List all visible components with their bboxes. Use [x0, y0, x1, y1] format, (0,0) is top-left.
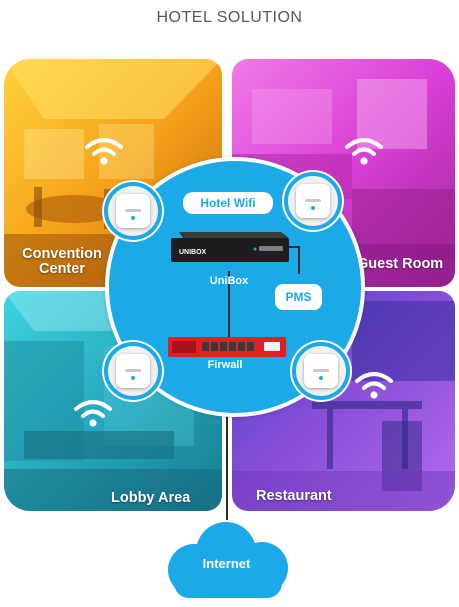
restaurant-label: Restaurant	[256, 488, 332, 504]
internet-label: Internet	[202, 556, 251, 571]
unibox-brand-text: UNIBOX	[179, 249, 207, 256]
pms-label: PMS	[275, 284, 322, 310]
unibox-label: UniBox	[209, 275, 249, 287]
wifi-icon	[74, 400, 112, 427]
access-point-icon	[104, 342, 162, 400]
wifi-icon	[345, 138, 383, 165]
access-point-icon	[284, 172, 342, 230]
cloud-icon	[168, 522, 288, 598]
hub-links	[228, 246, 300, 341]
firewall-label: Firwall	[207, 359, 243, 371]
access-point-icon	[104, 182, 162, 240]
firewall-device	[168, 337, 286, 357]
access-point-icon	[292, 342, 350, 400]
wifi-icon	[355, 372, 393, 399]
convention-center-label: Convention Center	[22, 246, 102, 277]
lobby-area-label: Lobby Area	[111, 490, 191, 506]
wifi-icon	[85, 138, 123, 165]
hotel-wifi-label: Hotel Wifi	[183, 192, 273, 214]
unibox-device: UNIBOX	[171, 232, 289, 262]
guest-room-label: Guest Room	[357, 256, 444, 272]
page-title: HOTEL SOLUTION	[156, 9, 303, 26]
